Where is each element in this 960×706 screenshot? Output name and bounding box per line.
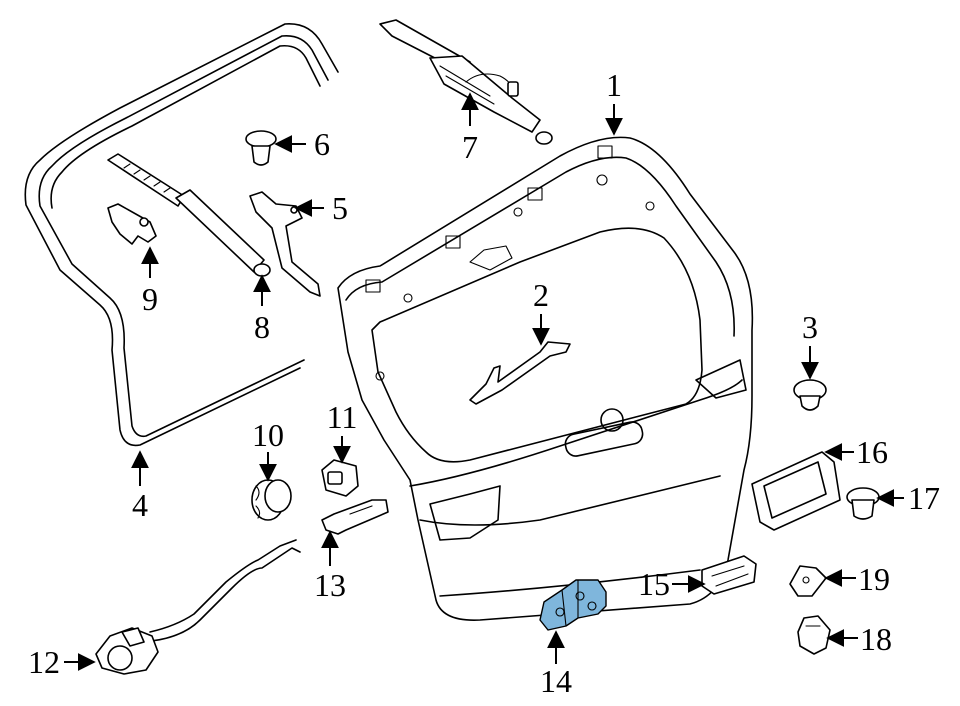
callout-12: 12 [28,644,60,680]
callout-1: 1 [606,67,622,103]
callout-9: 9 [142,281,158,317]
callout-labels: 1 2 3 4 5 6 7 8 9 10 11 12 13 14 15 16 1… [28,67,940,699]
callout-4: 4 [132,487,148,523]
callout-2: 2 [533,277,549,313]
part-14-hinge[interactable] [539,579,607,631]
callout-16: 16 [856,434,888,470]
callout-6: 6 [314,126,330,162]
callout-11: 11 [327,399,358,435]
callout-7: 7 [462,129,478,165]
callout-3: 3 [802,309,818,345]
hinge-highlight [539,579,607,631]
callout-arrows [64,92,904,671]
callout-5: 5 [332,190,348,226]
callout-15: 15 [638,566,670,602]
part-10-grommet[interactable] [251,479,292,521]
part-6-push-clip[interactable] [245,130,277,166]
part-13-bracket[interactable] [321,499,389,535]
callout-14: 14 [540,663,572,699]
part-3-clip[interactable] [793,379,827,411]
part-7-power-strut[interactable] [379,19,553,145]
callout-17: 17 [908,480,940,516]
part-12-actuator-cable[interactable] [95,539,301,675]
part-1-liftgate[interactable] [337,136,754,621]
callout-18: 18 [860,621,892,657]
callout-10: 10 [252,417,284,453]
callout-8: 8 [254,309,270,345]
callout-13: 13 [314,567,346,603]
part-17-bumper-stop[interactable] [846,487,880,520]
part-9-bracket[interactable] [107,203,157,245]
part-18-sensor[interactable] [797,615,831,655]
part-4-weatherstrip[interactable] [24,23,339,447]
part-11-connector[interactable] [321,459,359,497]
part-8-gas-strut[interactable] [107,153,271,277]
part-19-bracket[interactable] [789,565,827,597]
callout-19: 19 [858,561,890,597]
part-16-plate-frame[interactable] [751,451,841,531]
